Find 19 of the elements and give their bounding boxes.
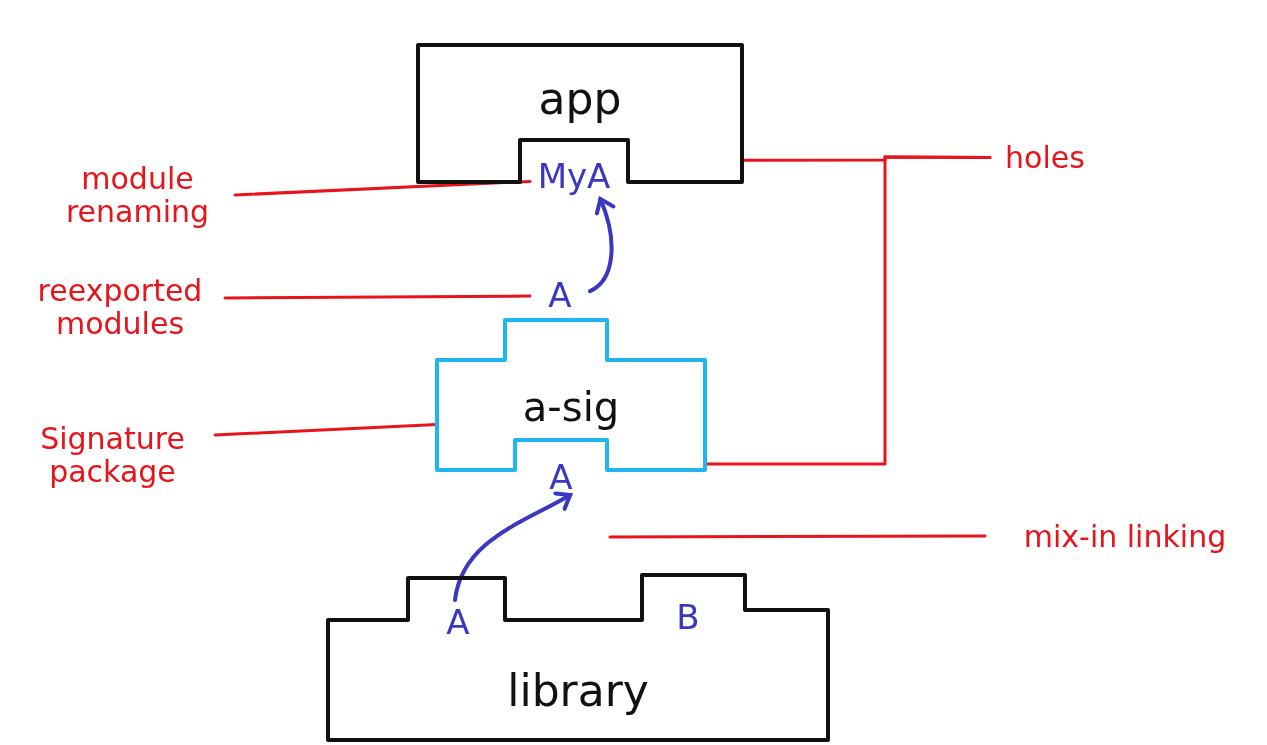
annotation-text: module renaming bbox=[40, 150, 235, 240]
module-label: A bbox=[515, 460, 607, 495]
leader-line bbox=[233, 179, 532, 197]
node-label: app bbox=[537, 75, 623, 124]
annotation-text: reexported modules bbox=[15, 262, 225, 352]
leader-line bbox=[223, 294, 532, 300]
module-label: A bbox=[428, 600, 488, 645]
annotation-text: mix-in linking bbox=[985, 512, 1265, 560]
annotation-text: holes bbox=[990, 135, 1100, 180]
node-label: library bbox=[506, 667, 650, 716]
library-box bbox=[328, 575, 828, 740]
node-label: a-sig bbox=[521, 385, 621, 429]
module-label: A bbox=[530, 272, 590, 320]
module-label: MyA bbox=[530, 155, 618, 199]
leader-line bbox=[608, 534, 987, 539]
annotation-text: Signature package bbox=[10, 405, 215, 505]
module-label: B bbox=[658, 595, 718, 640]
arrow bbox=[453, 491, 573, 602]
arrow bbox=[588, 197, 616, 294]
